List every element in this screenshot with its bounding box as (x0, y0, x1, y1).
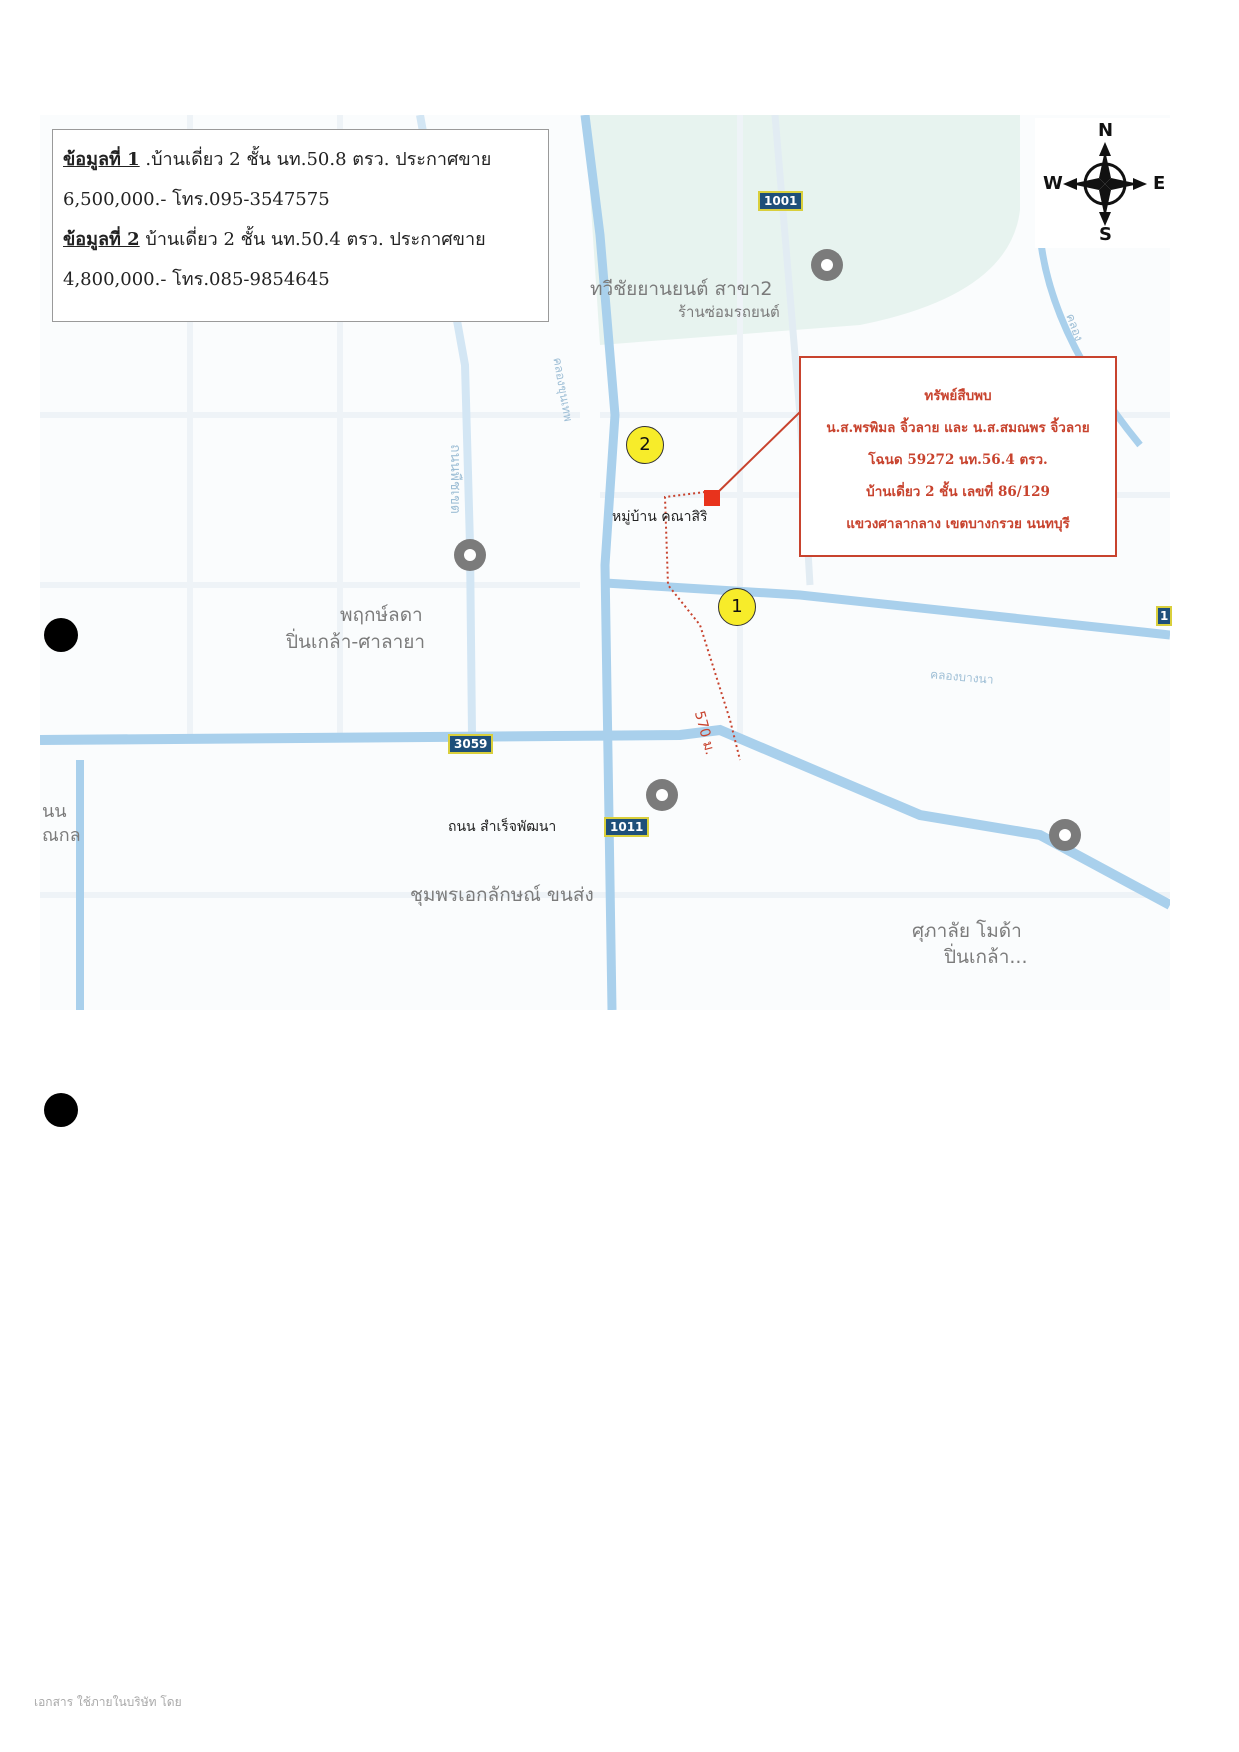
property-house: บ้านเดี่ยว 2 ชั้น เลขที่ 86/129 (866, 484, 1050, 500)
info-line-1: ข้อมูลที่ 1 .บ้านเดี่ยว 2 ชั้น นท.50.8 ต… (63, 140, 538, 180)
leader-line (711, 411, 801, 499)
compass-icon (1063, 142, 1147, 226)
canal-vertical (580, 115, 620, 1010)
shield-3059: 3059 (448, 734, 494, 754)
poi-label-taweechai: ทวีชัยยานยนต์ สาขา2 (590, 278, 773, 300)
compass-rose: N S W E (1035, 118, 1175, 248)
info-label-2: ข้อมูลที่ 2 (63, 229, 140, 250)
info-line-3: ข้อมูลที่ 2 บ้านเดี่ยว 2 ชั้น นท.50.4 ตร… (63, 220, 538, 260)
poi-label-supalai: ศุภาลัย โมด้า (912, 920, 1022, 942)
property-location: แขวงศาลากลาง เขตบางกรวย นนทบุรี (846, 516, 1070, 532)
compass-west: W (1043, 173, 1063, 194)
village-label: หมู่บ้าน คณาสิริ (612, 509, 708, 525)
map-graphics (40, 115, 1170, 1010)
subject-property-box: ทรัพย์สืบพบ น.ส.พรพิมล จิ้วลาย และ น.ส.ส… (799, 356, 1117, 557)
property-title: ทรัพย์สืบพบ (924, 388, 992, 404)
punch-hole-top (44, 618, 78, 652)
info-label-1: ข้อมูลที่ 1 (63, 149, 140, 170)
info-line-4: 4,800,000.- โทร.085-9854645 (63, 269, 330, 290)
left-edge-label-2: ณกล (42, 825, 81, 846)
property-marker (704, 490, 720, 506)
poi-pin-2 (454, 539, 486, 571)
poi-pin-1 (811, 249, 843, 281)
vertical-road-label: ถนนพืชเขต (446, 444, 463, 514)
map-canvas (40, 115, 1170, 1010)
shield-edge: 1 (1156, 606, 1173, 626)
comparables-info-box: ข้อมูลที่ 1 .บ้านเดี่ยว 2 ชั้น นท.50.8 ต… (52, 129, 549, 322)
park-area (585, 115, 1020, 345)
compass-south: S (1099, 224, 1112, 245)
property-owners: น.ส.พรพิมล จิ้วลาย และ น.ส.สมณพร จิ้วลาย (826, 420, 1090, 436)
comparable-marker-1: 1 (718, 588, 756, 626)
shield-1011: 1011 (604, 817, 650, 837)
info-text-1: .บ้านเดี่ยว 2 ชั้น นท.50.8 ตรว. ประกาศขา… (139, 149, 492, 170)
poi-pin-3 (646, 779, 678, 811)
poi-sublabel-pruklada: ปิ่นเกล้า-ศาลายา (286, 631, 426, 653)
left-edge-label-1: นน (42, 801, 67, 822)
info-line-2: 6,500,000.- โทร.095-3547575 (63, 189, 330, 210)
poi-sublabel-supalai: ปิ่นเกล้า... (944, 946, 1028, 968)
canal-right (1036, 234, 1143, 448)
poi-label-pruklada: พฤกษ์ลดา (340, 604, 423, 626)
poi-sublabel-taweechai: ร้านซ่อมรถยนต์ (678, 303, 780, 321)
poi-pin-4 (1049, 819, 1081, 851)
footer-note: เอกสาร ใช้ภายในบริษัท โดย (34, 1695, 182, 1709)
compass-east: E (1153, 173, 1166, 194)
info-text-3: บ้านเดี่ยว 2 ชั้น นท.50.4 ตรว. ประกาศขาย (139, 229, 486, 250)
poi-label-chumphon: ชุมพรเอกลักษณ์ ขนส่ง (410, 884, 594, 906)
compass-north: N (1098, 120, 1114, 141)
comparable-marker-2: 2 (626, 426, 664, 464)
property-deed: โฉนด 59272 นท.56.4 ตรว. (868, 452, 1048, 468)
route-path (663, 491, 741, 761)
punch-hole-bottom (44, 1093, 78, 1127)
shield-1001: 1001 (758, 191, 804, 211)
main-road-label: ถนน สำเร็จพัฒนา (448, 819, 557, 835)
